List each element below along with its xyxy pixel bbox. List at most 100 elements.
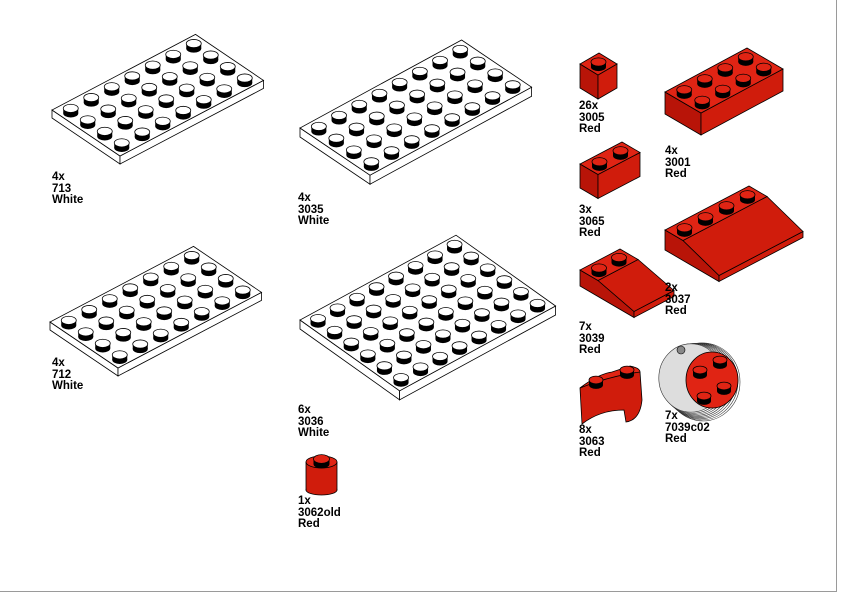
stud-top [697,212,714,222]
stud-top [496,275,513,285]
stud-top [471,330,487,340]
part-qty: 2x [665,282,678,294]
top-face [49,245,263,369]
part-qty: 26x [579,100,599,112]
stud-top [217,274,234,284]
stud-top [427,250,443,260]
part-id: 7039c02 [665,421,710,434]
stud-top [694,95,711,105]
stud-top [376,361,393,371]
part-3063 [579,365,643,425]
part-qty: 4x [52,357,65,369]
part-color: Red [579,344,601,356]
stud-top [161,72,178,82]
stud-top [401,305,418,315]
stud-top [718,201,735,211]
stud-top [368,111,385,121]
stud-top [193,307,210,317]
stud-top [716,381,732,391]
part-id: 712 [52,368,72,381]
stud-top [328,133,345,143]
part-7039c02 [658,342,741,422]
stud-top [156,306,173,316]
part-id: 713 [52,182,72,195]
part-color: Red [665,168,687,180]
part-qty: 4x [298,192,311,204]
part-id: 3065 [579,215,605,228]
part-id: 3001 [665,156,691,169]
stud-top [409,89,426,99]
stud-top [96,126,113,136]
part-id: 3039 [579,332,605,345]
stud-top [443,262,460,272]
part-3037 [664,185,804,283]
stud-top [411,66,428,76]
stud-top [346,315,363,325]
stud-top [117,116,134,126]
stud-top [371,88,388,98]
stud-top [421,295,438,305]
stud-top [359,349,376,359]
stud-top [487,68,504,78]
stud-top [454,318,471,328]
stud-top [476,285,493,295]
stud-top [612,146,629,156]
stud-top [165,49,182,59]
stud-top [424,272,441,282]
part-color: White [52,194,84,206]
stud-top [113,138,130,148]
part-color: Red [579,447,601,459]
stud-top [94,338,111,348]
stud-top [464,102,481,112]
stud-top [163,261,180,271]
stud-top [200,262,217,272]
stud-top [389,100,405,110]
stud-top [452,44,469,54]
stud-top [141,82,158,92]
part-qty: 1x [298,495,311,507]
stud-top [463,251,480,261]
stud-top [98,316,115,326]
top-face [664,47,784,114]
stud-top [588,375,604,385]
part-3005 [579,52,618,100]
stud-top [154,116,171,126]
stud-top [510,309,526,319]
part-3001 [664,47,784,136]
stud-top [446,90,463,100]
stud-top [432,351,448,361]
stud-top [440,284,457,294]
stud-top [398,328,415,338]
stud-top [467,79,483,89]
stud-top [195,95,212,105]
stud-top [329,303,346,313]
stud-top [175,105,192,115]
stud-top [173,317,190,327]
stud-top [451,341,468,351]
stud-top [435,329,451,339]
stud-top [199,72,216,82]
part-color: Red [665,433,687,445]
part-3035 [299,39,533,185]
part-3039 [579,248,675,319]
wheel-hub [685,351,739,409]
stud-top [712,355,728,365]
stud-top [62,103,79,113]
part-color: Red [579,123,601,135]
stud-top [313,454,330,464]
stud-top [449,67,466,77]
stud-top [120,93,137,103]
part-3036 [299,234,557,401]
stud-top [717,63,734,73]
stud-top [479,263,496,273]
stud-top [696,74,713,84]
part-id: 3063 [579,435,605,448]
